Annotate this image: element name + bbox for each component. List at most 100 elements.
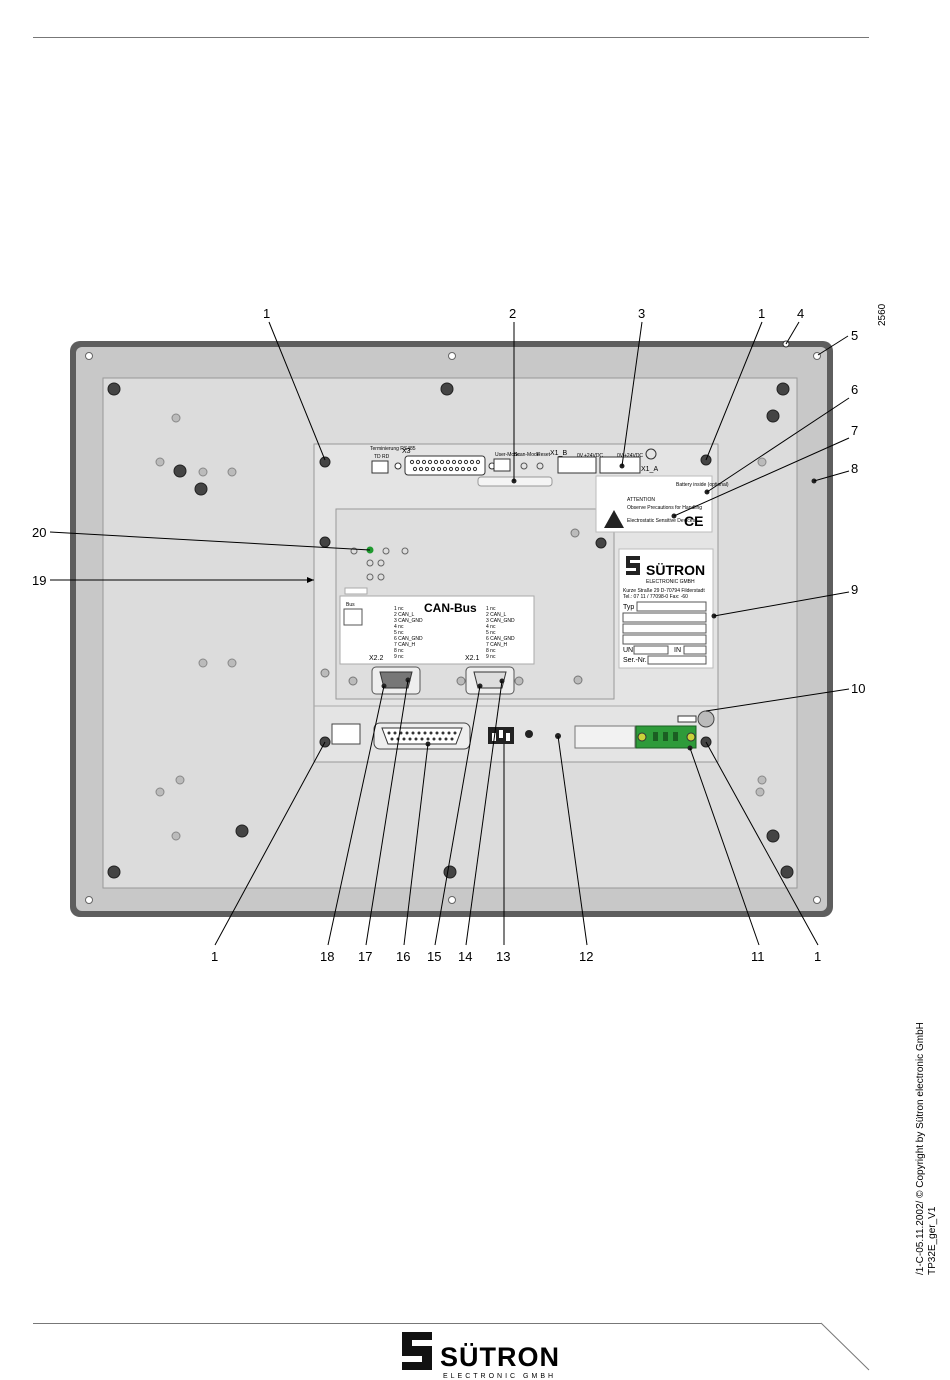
callout-19-arrow	[307, 577, 314, 583]
top-rule	[33, 37, 869, 38]
copyright-line-1: /1-C-05.11.2002/ © Copyright by Sütron e…	[915, 1022, 926, 1275]
canbus-label	[339, 595, 535, 665]
housing-screws	[319, 454, 712, 748]
nameplate-un-field	[633, 645, 669, 655]
nameplate-ser-field	[647, 655, 707, 665]
ground-lug	[677, 715, 697, 723]
ethernet-port[interactable]	[331, 723, 361, 745]
nameplate-field-2	[622, 612, 707, 623]
callout-right-7: 7	[851, 423, 858, 438]
svg-text:9 nc: 9 nc	[394, 654, 404, 660]
sutron-footer-logo-icon	[402, 1332, 432, 1370]
frame-holes	[85, 352, 821, 904]
nameplate-address-1: Kurze Straße 29 D-70794 Filderstadt	[623, 588, 705, 594]
attention-line-2: Electrostatic Sensitive Devices	[627, 518, 696, 524]
x22-connector[interactable]	[379, 671, 413, 689]
canbus-bus-label: Bus	[346, 602, 355, 608]
ground-icon	[645, 448, 657, 460]
power-connector-housing	[574, 725, 636, 749]
callout-top-4: 1	[758, 306, 765, 321]
x3-pins	[409, 459, 481, 472]
callout-right-6: 6	[851, 382, 858, 397]
sutron-logo-icon	[626, 556, 640, 575]
nameplate-brand: SÜTRON	[646, 562, 705, 578]
callout-bottom-1a: 1	[211, 949, 218, 964]
svg-text:2 CAN_L: 2 CAN_L	[394, 612, 415, 618]
svg-text:3 CAN_GND: 3 CAN_GND	[486, 618, 515, 624]
nameplate-in-field	[683, 645, 707, 655]
scan-mode-button[interactable]	[520, 462, 528, 470]
callout-top-2: 2	[509, 306, 516, 321]
callout-left-20: 20	[32, 525, 46, 540]
termination-switch[interactable]	[371, 460, 389, 474]
ground-stud[interactable]	[697, 710, 715, 728]
svg-text:2 CAN_L: 2 CAN_L	[486, 612, 507, 618]
panel-rivets	[155, 413, 767, 841]
callout-bottom-16: 16	[396, 949, 410, 964]
callout-right-5: 5	[851, 328, 858, 343]
svg-text:3 CAN_GND: 3 CAN_GND	[394, 618, 423, 624]
x21-connector[interactable]	[473, 671, 507, 689]
mode-switch[interactable]	[493, 458, 511, 472]
bus-termination-switch[interactable]	[343, 608, 363, 626]
serial-connector-25-pin[interactable]	[381, 727, 463, 745]
svg-text:1 nc: 1 nc	[394, 606, 404, 612]
x1a-label: X1_A	[641, 466, 658, 473]
module-tab	[344, 587, 368, 595]
callout-left-19: 19	[32, 573, 46, 588]
svg-text:8 nc: 8 nc	[394, 648, 404, 654]
x21-label: X2.1	[465, 655, 480, 662]
callout-bottom-15: 15	[427, 949, 441, 964]
svg-text:9 nc: 9 nc	[486, 654, 496, 660]
nameplate-brand-sub: ELECTRONIC GMBH	[646, 579, 695, 585]
callout-top-1: 1	[263, 306, 270, 321]
svg-text:4 nc: 4 nc	[486, 624, 496, 630]
svg-text:1 nc: 1 nc	[486, 606, 496, 612]
svg-text:8 nc: 8 nc	[486, 648, 496, 654]
led-cluster	[350, 547, 409, 581]
x3-label: X3	[402, 448, 411, 455]
x3-screw-left	[394, 462, 402, 470]
nameplate-field-3	[622, 623, 707, 634]
callout-right-9: 9	[851, 582, 858, 597]
power-terminal-pins	[653, 732, 678, 741]
callout-numbers: 1 2 3 1 4 5 6 7 8 9 10 20 19 1 18 17 16 …	[32, 306, 865, 964]
callout-bottom-18: 18	[320, 949, 334, 964]
x1b-pin-24v: +24VDC	[584, 453, 603, 459]
callout-right-10: 10	[851, 681, 865, 696]
x1b-pin-0v: 0V	[577, 453, 584, 459]
svg-text:6 CAN_GND: 6 CAN_GND	[486, 636, 515, 642]
attention-title: ATTENTION	[627, 497, 655, 503]
nameplate-typ: Typ	[623, 604, 634, 611]
reset-button[interactable]	[536, 462, 544, 470]
scan-mode-label: Scan-Mode	[514, 452, 540, 458]
callout-top-3: 3	[638, 306, 645, 321]
indicator-led	[525, 730, 533, 738]
canbus-title: CAN-Bus	[424, 601, 477, 615]
termination-sub-label: TD RD	[374, 454, 390, 460]
callout-bottom-14: 14	[458, 949, 472, 964]
callout-bottom-13: 13	[496, 949, 510, 964]
nameplate-typ-field	[636, 601, 707, 612]
callout-bottom-1b: 1	[814, 949, 821, 964]
user-mode-label: User-Mode	[495, 452, 520, 458]
svg-text:5 nc: 5 nc	[394, 630, 404, 636]
ce-mark: CE	[684, 513, 703, 529]
nameplate-un: UN	[623, 647, 633, 654]
battery-label: Battery inside (optional)	[676, 482, 729, 488]
svg-text:7 CAN_H: 7 CAN_H	[394, 642, 416, 648]
footer-corner-line	[820, 1322, 870, 1371]
nameplate-address-2: Tel.: 07 11 / 77098-0 Fax: -60	[623, 594, 688, 600]
canbus-pins-right: 1 nc 2 CAN_L 3 CAN_GND 4 nc 5 nc 6 CAN_G…	[486, 606, 515, 660]
footer-brand: SÜTRON	[440, 1342, 560, 1372]
callout-top-5: 4	[797, 306, 804, 321]
leader-lines	[49, 321, 850, 946]
reset-label: Reset	[537, 452, 551, 458]
x1b-label: X1_B	[550, 450, 567, 457]
termination-label: Terminierung RS485	[370, 446, 416, 452]
svg-text:7 CAN_H: 7 CAN_H	[486, 642, 508, 648]
x1a-pin-0v: 0V	[617, 453, 624, 459]
x3-connector[interactable]	[404, 455, 486, 476]
x1b-connector[interactable]	[557, 456, 597, 474]
